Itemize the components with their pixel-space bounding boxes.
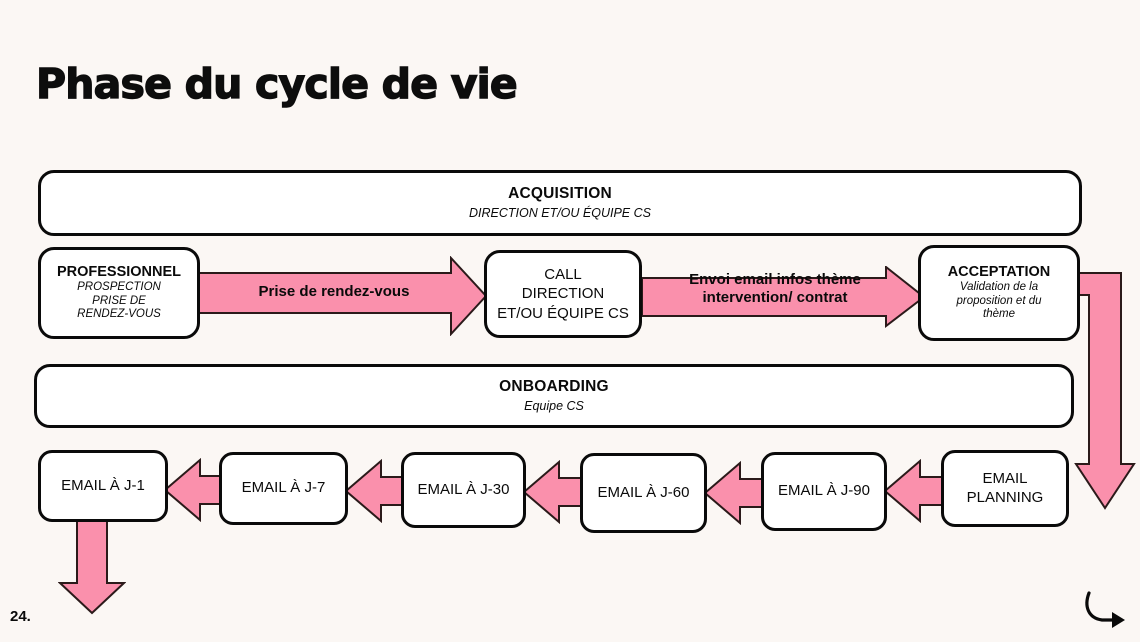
banner-onboarding: ONBOARDING Equipe CS <box>34 364 1074 428</box>
stage-professionnel-title: PROFESSIONNEL <box>56 263 182 280</box>
stage-acceptation: ACCEPTATION Validation de la proposition… <box>918 245 1080 341</box>
stage-acceptation-sub-1: Validation de la <box>959 280 1039 293</box>
stage-call-line-2: DIRECTION <box>521 285 605 303</box>
stage-acceptation-sub-2: proposition et du <box>956 294 1042 307</box>
arrow-professionnel-to-call <box>198 256 488 336</box>
arrow-email-j60-to-j30 <box>523 460 585 524</box>
arrow-email-j90-to-j60 <box>704 461 766 525</box>
email-step-j-60: EMAIL À J-60 <box>580 453 707 533</box>
email-step-j-1-label: EMAIL À J-1 <box>61 476 145 494</box>
email-step-j-30: EMAIL À J-30 <box>401 452 526 528</box>
stage-professionnel-sub-1: PROSPECTION <box>77 280 161 293</box>
arrow-email-j1-down <box>58 519 126 615</box>
arrow-email-j7-to-j1 <box>164 458 226 522</box>
email-step-j-90-label: EMAIL À J-90 <box>778 482 870 500</box>
page-number: 24. <box>10 608 31 625</box>
banner-onboarding-title: ONBOARDING <box>499 378 609 396</box>
stage-acceptation-title: ACCEPTATION <box>947 263 1051 280</box>
stage-call-line-1: CALL <box>544 266 582 284</box>
banner-acquisition-title: ACQUISITION <box>508 185 612 203</box>
banner-acquisition-subtitle: DIRECTION ET/OU ÉQUIPE CS <box>469 205 651 220</box>
email-step-planning: EMAIL PLANNING <box>941 450 1069 527</box>
stage-professionnel-sub-2: PRISE DE <box>92 294 146 307</box>
stage-acceptation-sub-3: thème <box>983 308 1015 321</box>
arrow-email-planning-to-j90 <box>884 459 946 523</box>
stage-professionnel-sub-3: RENDEZ-VOUS <box>77 308 161 321</box>
stage-professionnel: PROFESSIONNEL PROSPECTION PRISE DE RENDE… <box>38 247 200 339</box>
stage-call-line-3: ET/OU ÉQUIPE CS <box>497 304 629 322</box>
stage-call-direction: CALL DIRECTION ET/OU ÉQUIPE CS <box>484 250 642 338</box>
banner-acquisition: ACQUISITION DIRECTION ET/OU ÉQUIPE CS <box>38 170 1082 236</box>
email-step-j-1: EMAIL À J-1 <box>38 450 168 522</box>
email-step-j-7: EMAIL À J-7 <box>219 452 348 525</box>
email-step-j-60-label: EMAIL À J-60 <box>597 483 690 501</box>
email-step-j-30-label: EMAIL À J-30 <box>417 480 510 498</box>
curved-arrow-right-icon[interactable] <box>1082 588 1128 630</box>
arrow-call-to-acceptation <box>641 266 926 328</box>
email-step-j-90: EMAIL À J-90 <box>761 452 887 531</box>
arrow-email-j30-to-j7 <box>345 459 407 523</box>
email-step-planning-label-2: PLANNING <box>966 488 1044 506</box>
email-step-planning-label-1: EMAIL <box>982 470 1028 488</box>
banner-onboarding-subtitle: Equipe CS <box>524 398 584 413</box>
arrow-acceptation-to-email-planning <box>1074 272 1136 510</box>
email-step-j-7-label: EMAIL À J-7 <box>241 479 326 497</box>
page-title: Phase du cycle de vie <box>35 59 518 108</box>
